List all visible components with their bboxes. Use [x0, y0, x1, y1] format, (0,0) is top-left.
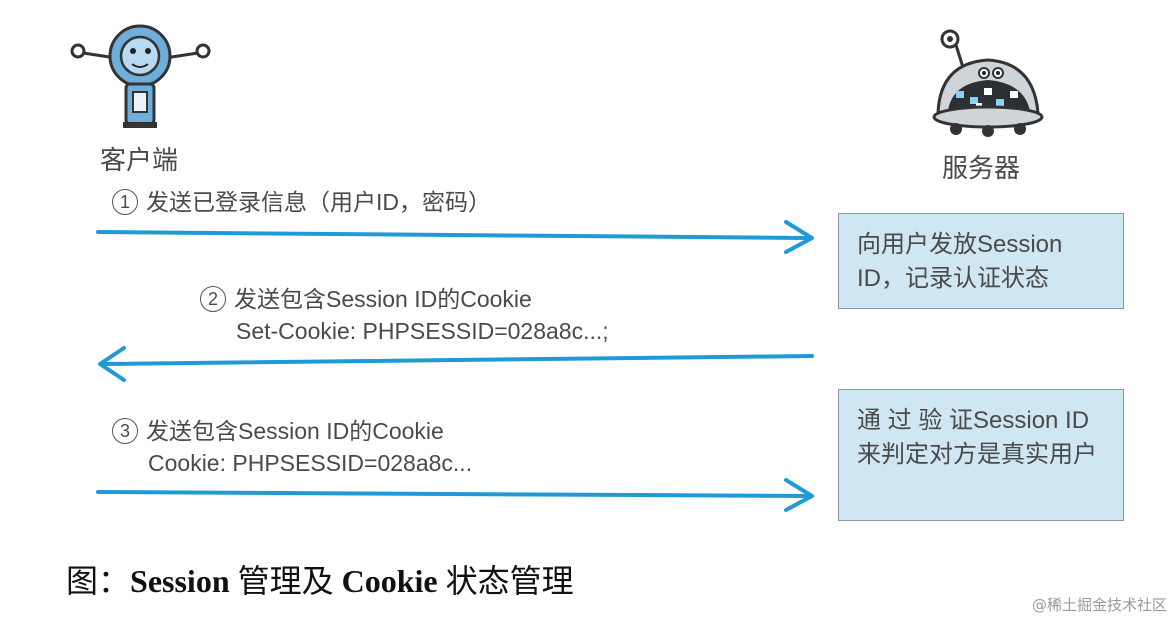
step-2-text: 发送包含Session ID的Cookie — [234, 286, 532, 312]
robot-client-icon — [70, 24, 211, 128]
caption-cookie: Cookie — [341, 563, 438, 599]
step-2-message: 2 发送包含Session ID的Cookie Set-Cookie: PHPSE… — [200, 283, 609, 347]
robot-server-icon — [932, 29, 1044, 137]
step-3-message: 3 发送包含Session ID的Cookie Cookie: PHPSESSID… — [112, 415, 472, 479]
server-note-1-text: 向用户发放Session ID，记录认证状态 — [857, 231, 1063, 292]
step-1-number: 1 — [112, 189, 138, 215]
server-note-verify-session: 通 过 验 证Session ID来判定对方是真实用户 — [838, 389, 1124, 521]
caption-end: 状态管理 — [437, 563, 574, 599]
step-2-header: Set-Cookie: PHPSESSID=028a8c...; — [236, 318, 609, 344]
step-1-text: 发送已登录信息（用户ID，密码） — [146, 189, 491, 215]
server-label: 服务器 — [942, 154, 1021, 184]
step-3-header: Cookie: PHPSESSID=028a8c... — [148, 450, 473, 476]
step-3-arrow — [96, 478, 814, 512]
server-note-issue-session: 向用户发放Session ID，记录认证状态 — [838, 213, 1124, 309]
watermark: @稀土掘金技术社区 — [1031, 596, 1167, 614]
caption-mid: 管理及 — [229, 563, 342, 599]
client-label: 客户端 — [100, 146, 179, 176]
step-3-number: 3 — [112, 418, 138, 444]
step-2-number: 2 — [200, 286, 226, 312]
caption-session: Session — [130, 563, 230, 599]
step-3-text: 发送包含Session ID的Cookie — [146, 418, 444, 444]
step-2-arrow — [98, 346, 814, 382]
step-1-message: 1 发送已登录信息（用户ID，密码） — [112, 186, 491, 218]
figure-caption: 图：Session 管理及 Cookie 状态管理 — [66, 556, 574, 602]
caption-prefix: 图： — [66, 563, 131, 599]
server-note-2-text: 通 过 验 证Session ID来判定对方是真实用户 — [857, 407, 1097, 468]
step-1-arrow — [96, 220, 814, 254]
